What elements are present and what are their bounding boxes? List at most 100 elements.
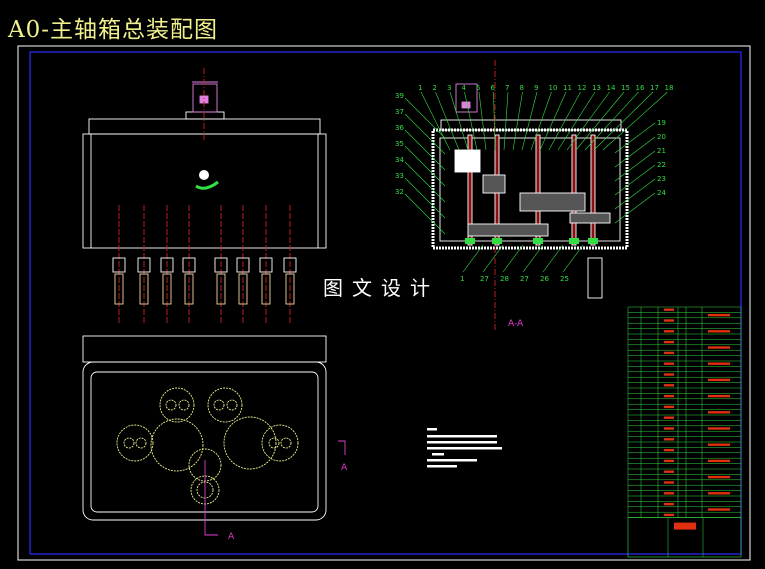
part-number: 27 — [480, 275, 489, 283]
part-number: 36 — [395, 124, 404, 132]
bearing — [465, 238, 475, 244]
gear-circle — [280, 437, 292, 449]
table-cell-text — [708, 411, 730, 414]
leader-line — [502, 244, 524, 273]
table-cell-text — [708, 459, 730, 463]
note-line — [427, 435, 497, 438]
spindle — [182, 205, 196, 325]
gear-circle — [135, 437, 147, 449]
table-cell-text — [708, 394, 730, 398]
shaft — [535, 134, 541, 246]
spindle — [112, 205, 126, 325]
table-cell-text — [664, 492, 674, 495]
part-number: 13 — [592, 84, 601, 92]
part-number: 12 — [578, 84, 587, 92]
table-cell-text — [708, 313, 730, 317]
motor — [192, 81, 218, 113]
part-number: 33 — [395, 172, 404, 180]
front-view — [82, 68, 327, 325]
part-number: 39 — [395, 92, 404, 100]
gear-circle — [207, 387, 243, 423]
part-number: 17 — [650, 84, 659, 92]
part-number: 26 — [540, 275, 549, 283]
part-number: 15 — [621, 84, 630, 92]
leader-line — [614, 192, 656, 224]
spindle — [283, 205, 297, 325]
table-cell-text — [664, 513, 674, 517]
part-number: 35 — [395, 140, 404, 148]
spindle-chuck — [112, 257, 126, 273]
gear-circle — [159, 387, 195, 423]
spindle-tool — [184, 273, 194, 305]
plan-view — [82, 335, 346, 536]
table-cell-text — [664, 448, 674, 452]
table-cell-text — [664, 502, 674, 506]
spindle-chuck — [182, 257, 196, 273]
leader-line — [404, 161, 446, 203]
note-line — [427, 428, 437, 431]
leader-line — [584, 91, 639, 151]
part-number: 22 — [657, 161, 666, 169]
section-marker-side: A — [341, 463, 348, 473]
part-number: 34 — [395, 156, 404, 164]
table-cell-text — [708, 362, 730, 365]
spindle-tool — [162, 273, 172, 305]
shaft — [590, 134, 596, 246]
gear-circle — [178, 399, 190, 411]
spindle-chuck — [160, 257, 174, 273]
spindle — [137, 205, 151, 325]
spindle-tool — [285, 273, 295, 305]
spindle-tool — [261, 273, 271, 305]
leader-line — [575, 91, 625, 151]
table-cell-text — [664, 459, 674, 463]
table-cell-text — [664, 438, 674, 441]
leader-line — [614, 136, 656, 168]
spindle-chuck — [214, 257, 228, 273]
motor — [455, 83, 478, 113]
leader-line — [503, 91, 509, 151]
shaft — [467, 134, 473, 246]
outer-frame — [17, 45, 751, 561]
leader-line — [593, 91, 654, 151]
leader-line — [464, 91, 478, 151]
leader-line — [530, 91, 552, 151]
inner-frame — [29, 51, 742, 555]
table-cell-text — [664, 394, 674, 398]
bearing — [569, 238, 579, 244]
part-number: 2 — [433, 84, 437, 92]
table-cell-text — [664, 470, 674, 473]
gear-circle — [123, 437, 135, 449]
leader-line — [566, 91, 610, 151]
leader-line — [562, 244, 584, 273]
part-number: 14 — [607, 84, 616, 92]
part-number: 8 — [520, 84, 524, 92]
table-cell-text — [664, 362, 674, 365]
leader-line — [404, 97, 446, 139]
part-number: 5 — [476, 84, 480, 92]
table-cell-text — [664, 330, 674, 333]
gear-circle — [261, 424, 299, 462]
part-number: 11 — [563, 84, 572, 92]
table-cell-text — [708, 346, 730, 349]
gear-circle — [268, 437, 280, 449]
spindle-chuck — [283, 257, 297, 273]
note-line — [427, 441, 497, 444]
gear-circle — [213, 399, 225, 411]
gear-circle — [223, 416, 277, 470]
leader-line — [482, 244, 504, 273]
note-line — [427, 447, 502, 450]
part-number: 10 — [549, 84, 558, 92]
bearing — [492, 238, 502, 244]
spindle-tool — [238, 273, 248, 305]
parts-list-table — [627, 306, 742, 558]
spindle-chuck — [259, 257, 273, 273]
leader-line — [614, 164, 656, 196]
leader-line — [493, 91, 496, 151]
drawing-title: A0-主轴箱总装配图 — [8, 17, 219, 43]
leader-line — [404, 177, 446, 219]
leader-line — [614, 178, 656, 210]
leader-line — [512, 91, 523, 151]
leader-line — [602, 91, 668, 151]
part-number: 7 — [505, 84, 509, 92]
